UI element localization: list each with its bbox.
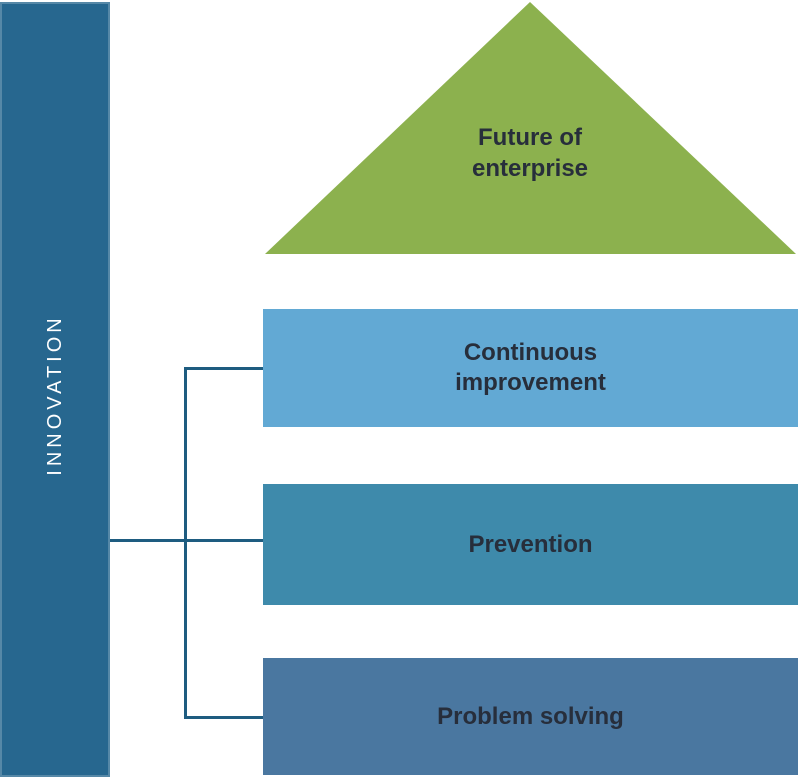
connector-branch-top-line [184,367,263,370]
future-of-enterprise-label: Future of enterprise [471,124,589,182]
bar-problem-solving-label: Problem solving [437,702,624,730]
connector-branch-bottom-line [184,716,263,719]
connector-vertical-line [184,367,187,719]
future-of-enterprise-triangle [265,2,796,254]
innovation-label: INNOVATION [44,314,66,476]
bar-problem-solving: Problem solving [263,658,798,775]
bar-continuous-improvement-label: Continuous improvement [455,339,606,396]
bar-prevention-label: Prevention [468,530,593,558]
triangle-shape [265,2,796,254]
bar-continuous-improvement: Continuous improvement [263,309,798,427]
bar-prevention: Prevention [263,484,798,605]
innovation-sidebar [0,2,110,777]
